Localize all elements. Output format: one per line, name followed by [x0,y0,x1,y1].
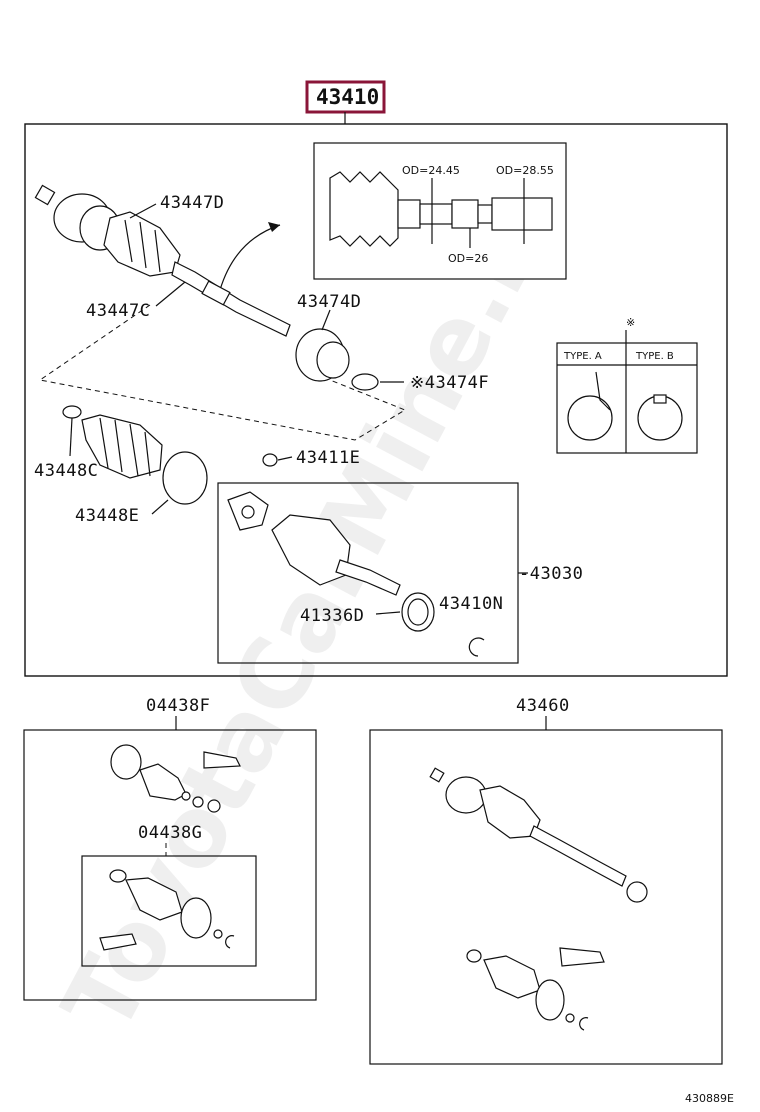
od-label-3: OD=26 [448,252,488,265]
boot-kit-04438G-frame [81,855,257,967]
type-a-label: TYPE. A [563,351,602,362]
label-43447C[interactable]: 43447C [86,301,150,321]
od-detail-shaft [329,171,553,248]
od-label-2: OD=28.55 [496,164,554,177]
label-04438F[interactable]: 04438F [146,696,210,716]
label-43447D[interactable]: 43447D [160,193,224,213]
od-label-1: OD=24.45 [402,164,460,177]
snap-ring[interactable] [468,637,485,657]
boot-kit-04438G-parts [99,869,235,951]
detail-arrow [219,224,281,291]
drive-shaft-assembly [34,184,291,337]
label-43448C[interactable]: 43448C [34,461,98,481]
label-43411E[interactable]: 43411E [296,448,360,468]
boot-kit-outline [38,304,407,441]
damper-clamp[interactable] [351,373,379,391]
type-b-label: TYPE. B [635,351,674,362]
boot-kit-04438F-parts [110,744,241,813]
label-43474F[interactable]: ※43474F [410,373,489,393]
large-boot-clamp[interactable] [162,451,208,505]
main-assembly-frame [24,123,728,677]
diagram-code: 430889E [685,1092,734,1105]
shaft-assembly-43460-parts [429,767,648,1031]
label-43460[interactable]: 43460 [516,696,570,716]
watermark: ToyotaCarMine.ru [41,155,588,1050]
label-43474D[interactable]: 43474D [297,292,361,312]
clamp-type-a [567,395,613,441]
label-43030[interactable]: -43030 [519,564,583,584]
label-43410N[interactable]: 43410N [439,594,503,614]
shaft-assembly-43460-frame [369,729,723,1065]
small-boot-clamp[interactable] [62,405,82,419]
part-number-43410[interactable]: 43410 [316,85,379,109]
label-41336D[interactable]: 41336D [300,606,364,626]
label-43448E[interactable]: 43448E [75,506,139,526]
inner-joint-assembly[interactable] [227,453,401,596]
type-inset-mark: ※ [626,316,635,329]
label-04438G[interactable]: 04438G [138,823,202,843]
boot-kit-04438F-frame [23,729,317,1001]
